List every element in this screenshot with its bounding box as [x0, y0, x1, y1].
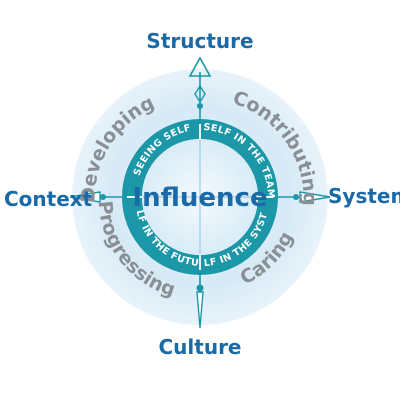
compass-label-north: Structure	[146, 29, 253, 53]
compass-label-south: Culture	[159, 335, 242, 359]
west-needle-icon	[69, 191, 106, 203]
center-label-influence: Influence	[132, 183, 267, 213]
north-needle-icon	[188, 56, 212, 109]
east-needle-icon	[293, 191, 331, 203]
compass-label-west: Context	[4, 187, 93, 211]
compass-label-east: Systems	[328, 184, 400, 208]
inner-crosshair	[142, 139, 258, 255]
south-needle-icon	[196, 284, 204, 329]
ring-separators	[127, 124, 273, 270]
